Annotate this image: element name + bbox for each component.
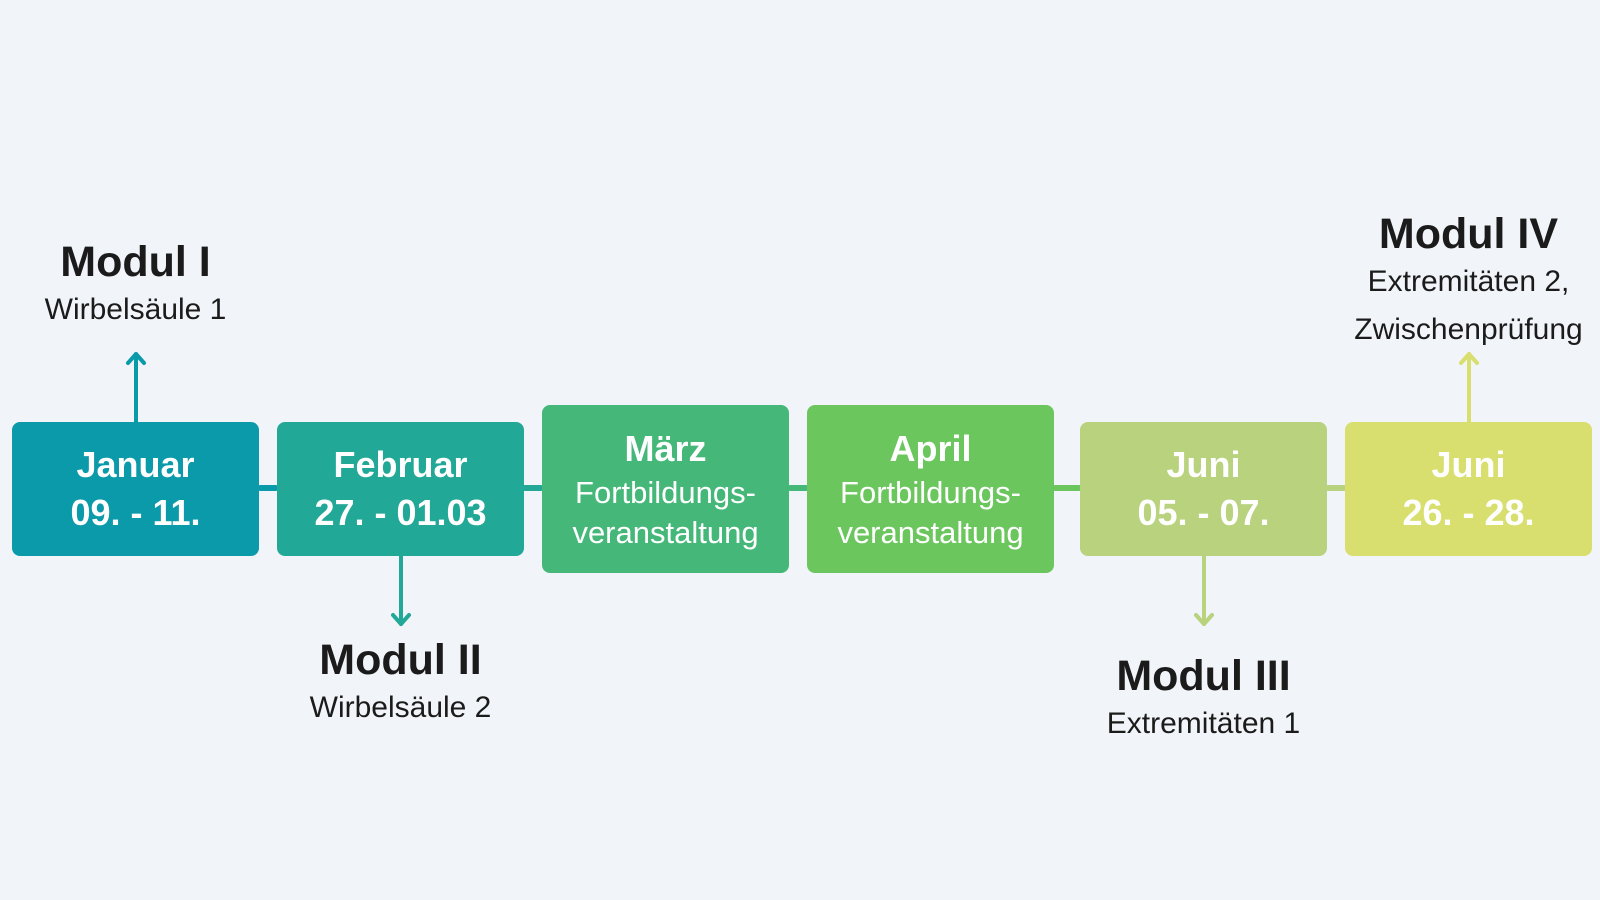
step-title: Februar bbox=[333, 444, 468, 485]
module-description: Extremitäten 1 bbox=[1106, 707, 1301, 740]
step-subtitle: 09. - 11. bbox=[70, 492, 201, 533]
step-title: Juni bbox=[1166, 444, 1241, 485]
timeline-connector bbox=[522, 485, 544, 491]
timeline-step-april: April Fortbildungs- veranstaltung bbox=[807, 405, 1054, 573]
timeline-connector bbox=[787, 485, 809, 491]
module-iv-label: Modul IV Extremitäten 2, Zwischenprüfung bbox=[1354, 210, 1582, 354]
module-title: Modul II bbox=[319, 636, 482, 684]
timeline-connector bbox=[1325, 485, 1347, 491]
timeline-step-maerz: März Fortbildungs- veranstaltung bbox=[542, 405, 789, 573]
timeline-step-februar: Februar 27. - 01.03 bbox=[277, 422, 524, 556]
up-arrow-icon bbox=[125, 352, 146, 424]
step-subtitle: Fortbildungs- veranstaltung bbox=[837, 475, 1024, 550]
module-description: Wirbelsäule 1 bbox=[44, 293, 227, 326]
step-title: Juni bbox=[1431, 444, 1506, 485]
module-i-label: Modul I Wirbelsäule 1 bbox=[45, 238, 227, 334]
down-arrow-icon bbox=[390, 554, 411, 626]
step-subtitle: 27. - 01.03 bbox=[314, 492, 487, 533]
module-description: Wirbelsäule 2 bbox=[309, 691, 492, 724]
module-ii-label: Modul II Wirbelsäule 2 bbox=[310, 636, 492, 732]
step-subtitle: 26. - 28. bbox=[1402, 492, 1535, 533]
module-title: Modul IV bbox=[1378, 210, 1559, 258]
module-description: Extremitäten 2, Zwischenprüfung bbox=[1354, 265, 1583, 346]
module-title: Modul I bbox=[60, 238, 211, 286]
module-iii-label: Modul III Extremitäten 1 bbox=[1107, 652, 1300, 748]
timeline-step-juni-1: Juni 05. - 07. bbox=[1080, 422, 1327, 556]
up-arrow-icon bbox=[1458, 352, 1479, 424]
timeline-connector bbox=[1052, 485, 1082, 491]
down-arrow-icon bbox=[1193, 554, 1214, 626]
timeline-connector bbox=[257, 485, 279, 491]
step-title: April bbox=[889, 428, 972, 469]
step-title: Januar bbox=[76, 444, 195, 485]
step-title: März bbox=[624, 428, 707, 469]
step-subtitle: 05. - 07. bbox=[1137, 492, 1270, 533]
module-title: Modul III bbox=[1116, 652, 1291, 700]
timeline-step-juni-2: Juni 26. - 28. bbox=[1345, 422, 1592, 556]
timeline-step-januar: Januar 09. - 11. bbox=[12, 422, 259, 556]
step-subtitle: Fortbildungs- veranstaltung bbox=[572, 475, 759, 550]
